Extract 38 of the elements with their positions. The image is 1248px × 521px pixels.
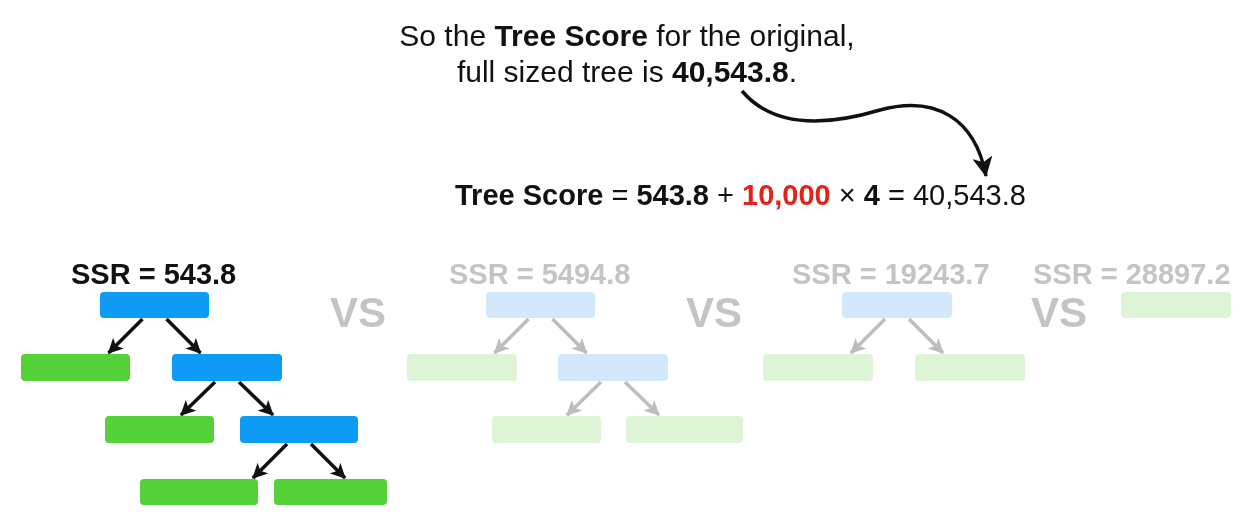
vs-text: VS [330, 292, 387, 334]
arrow [237, 380, 275, 417]
vs-text: VS [686, 292, 743, 334]
internal-node [100, 292, 209, 318]
internal-node [842, 292, 952, 318]
arrow [623, 380, 661, 417]
arrow [907, 317, 945, 355]
vs-text: VS [1031, 292, 1088, 334]
internal-node [172, 354, 282, 381]
formula-text: Tree Score = 543.8 + 10,000 × 4 = 40,543.8 [455, 177, 1026, 213]
arrow [551, 317, 588, 355]
arrow [849, 317, 887, 355]
leaf-node [407, 354, 517, 381]
leaf-node [763, 354, 873, 381]
leaf-node [140, 479, 258, 505]
arrow [493, 317, 530, 355]
arrow [309, 442, 347, 480]
leaf-node [626, 416, 743, 443]
arrow [107, 317, 144, 355]
leaf-node [274, 479, 387, 505]
arrow [565, 380, 603, 417]
ssr-label: SSR = 5494.8 [449, 260, 631, 289]
internal-node [558, 354, 668, 381]
internal-node [486, 292, 595, 318]
leaf-node [1121, 292, 1231, 318]
leaf-node [492, 416, 601, 443]
annotation-text: So the Tree Score for the original, full sized tree is 40,543.8. [387, 18, 867, 90]
internal-node [240, 416, 358, 443]
arrow [165, 317, 202, 355]
leaf-node [105, 416, 214, 443]
ssr-label: SSR = 543.8 [71, 260, 237, 289]
ssr-label: SSR = 28897.2 [1033, 260, 1231, 289]
arrow [251, 442, 289, 480]
leaf-node [21, 354, 130, 381]
arrow [179, 380, 217, 417]
leaf-node [915, 354, 1025, 381]
curved-arrow [740, 89, 992, 177]
ssr-label: SSR = 19243.7 [792, 260, 990, 289]
